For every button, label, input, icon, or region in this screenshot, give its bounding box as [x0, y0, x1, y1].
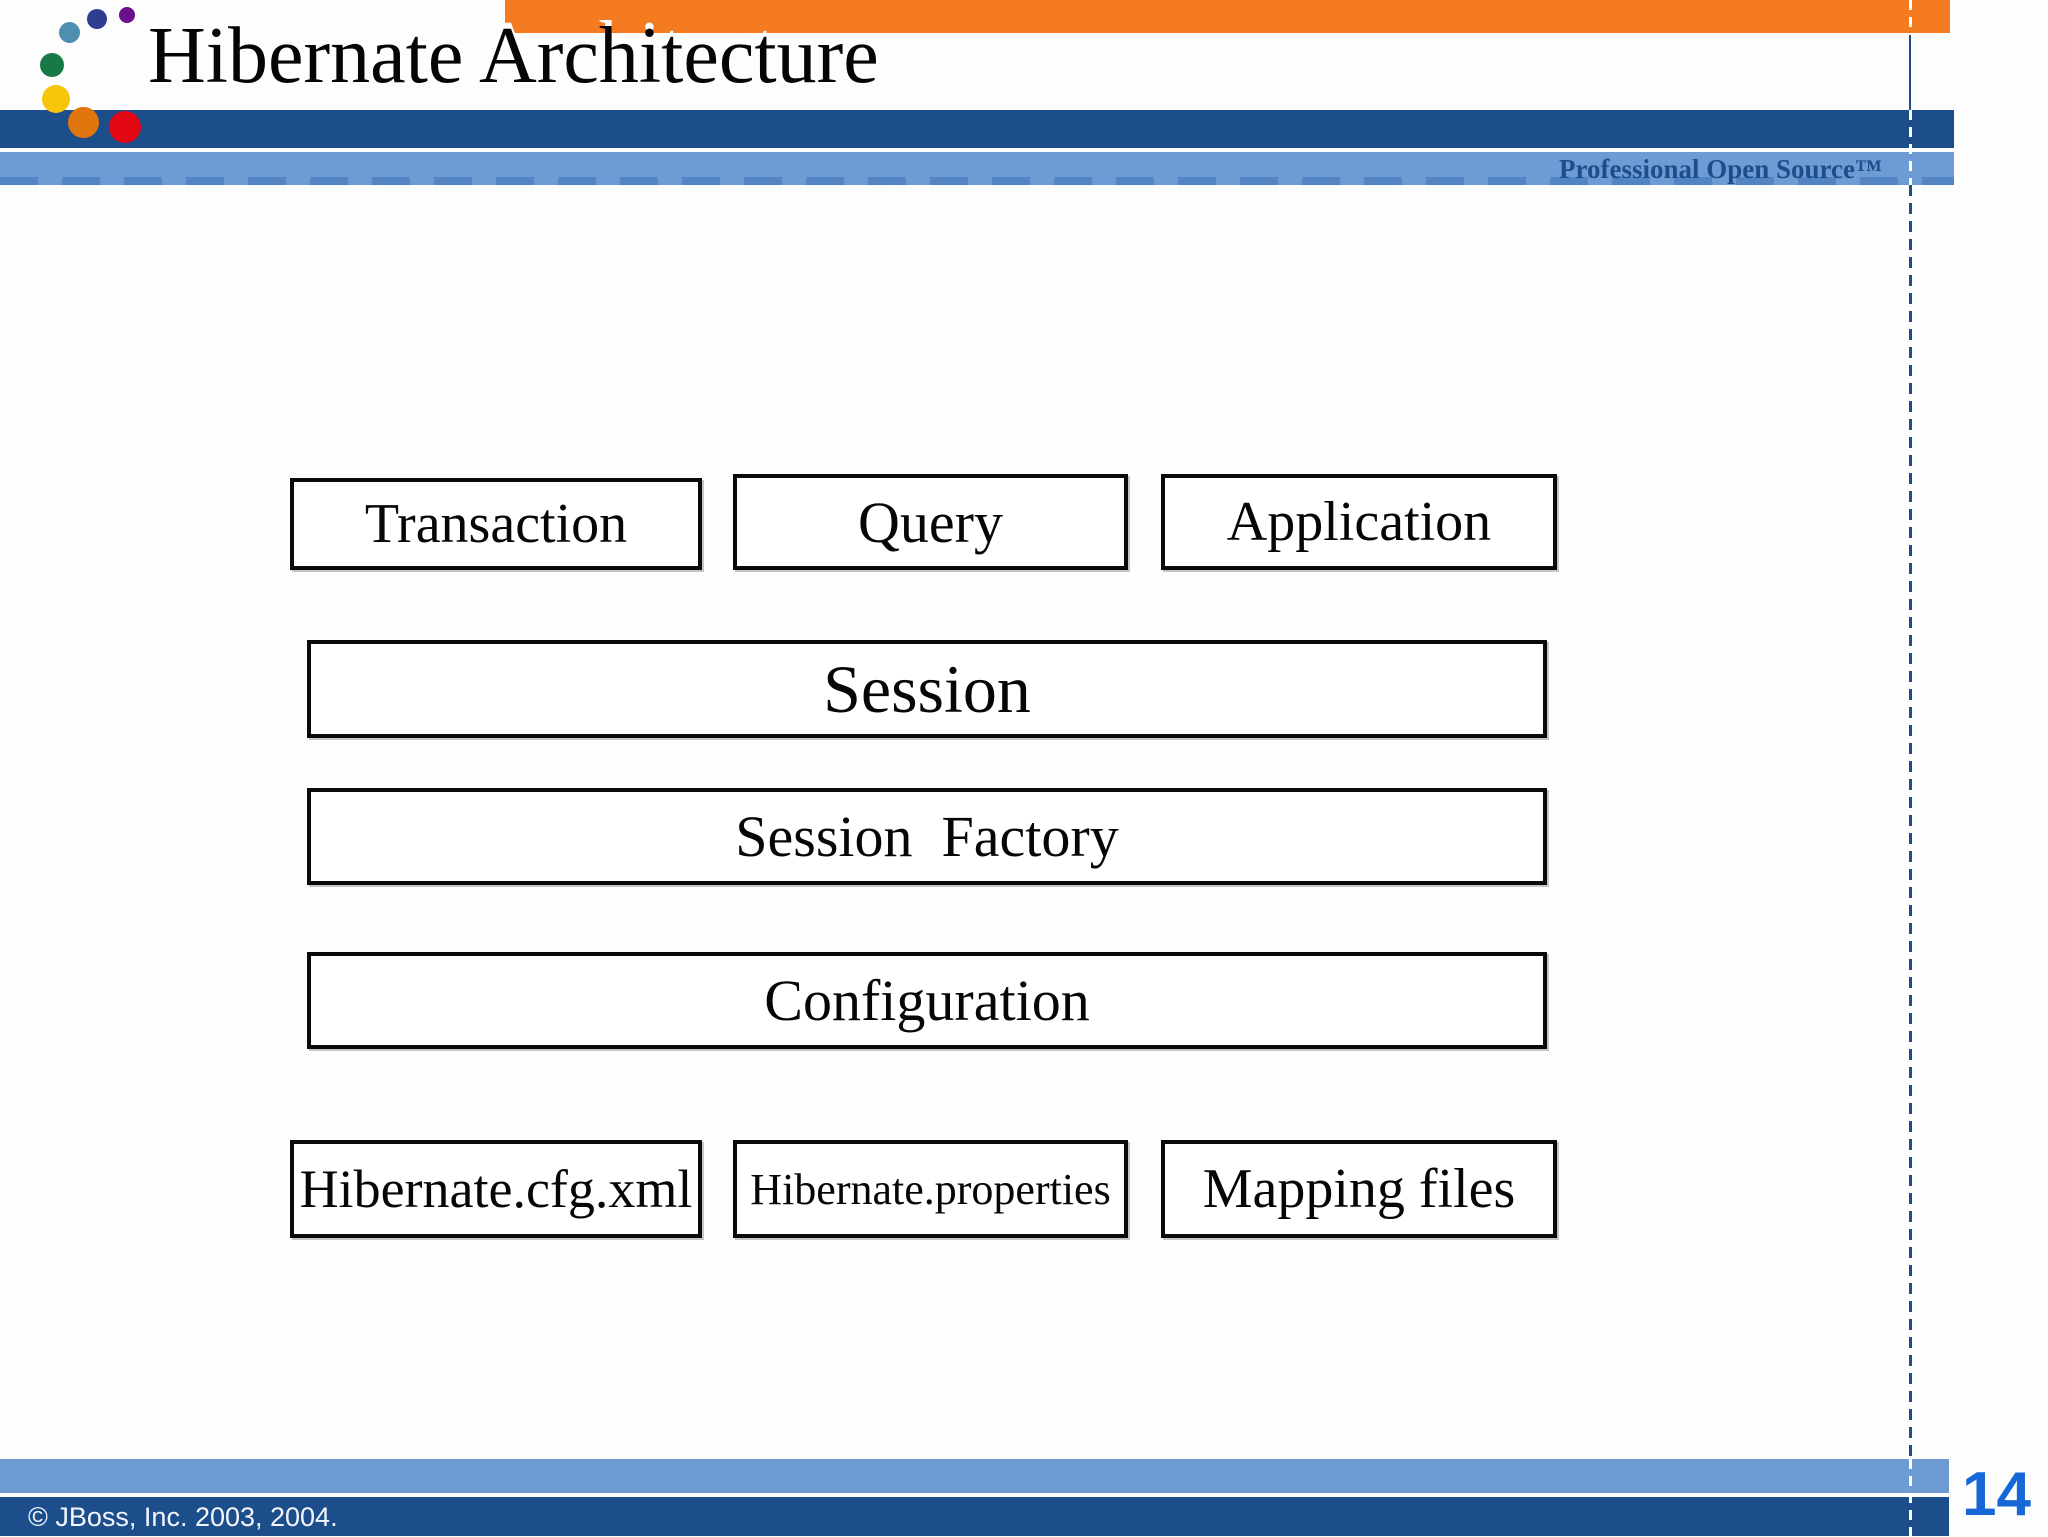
box-session: Session: [307, 640, 1547, 738]
logo-dot-orange: [68, 107, 99, 138]
header-dark-blue-bar: [0, 110, 1954, 148]
footer-dark-blue-bar: [0, 1497, 1949, 1536]
box-hibernate-cfg-xml: Hibernate.cfg.xml: [290, 1140, 702, 1238]
logo-dot-purple: [119, 7, 135, 23]
box-transaction: Transaction: [290, 478, 702, 570]
box-mapping-files: Mapping files: [1161, 1140, 1557, 1238]
separator-line-dashed-body: [1909, 185, 1912, 1459]
logo-dot-green: [40, 53, 64, 77]
box-session-factory: Session Factory: [307, 788, 1547, 885]
page-number: 14: [1962, 1460, 2031, 1529]
separator-line-solid-segment: [1909, 35, 1911, 110]
footer-light-blue-bar: [0, 1459, 1949, 1493]
logo-dot-red: [109, 111, 141, 143]
light-bar-dash-strip: [0, 177, 1954, 185]
box-hibernate-properties: Hibernate.properties: [733, 1140, 1128, 1238]
separator-line-over-footer-bars: [1909, 1459, 1912, 1536]
box-query: Query: [733, 474, 1128, 570]
separator-line-over-orange: [1909, 0, 1912, 33]
slide-title: Hibernate Architecture: [148, 12, 879, 100]
logo-dot-indigo: [87, 9, 107, 29]
orange-accent-bar: [505, 0, 1950, 33]
copyright-text: © JBoss, Inc. 2003, 2004.: [28, 1502, 338, 1532]
professional-open-source-tagline: Professional Open Source™: [1558, 154, 1882, 184]
separator-line-over-header-bars: [1909, 110, 1912, 185]
box-application: Application: [1161, 474, 1557, 570]
logo-dot-yellow: [42, 85, 70, 113]
logo-dot-steel-blue: [59, 22, 80, 43]
box-configuration: Configuration: [307, 952, 1547, 1049]
header-light-blue-bar: [0, 152, 1954, 185]
